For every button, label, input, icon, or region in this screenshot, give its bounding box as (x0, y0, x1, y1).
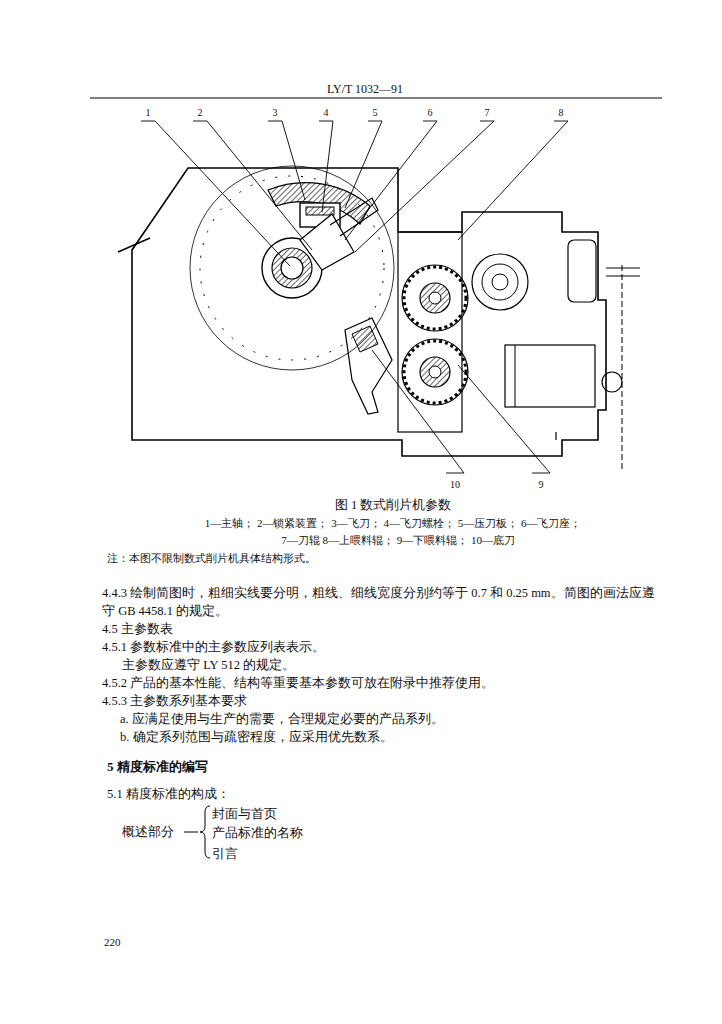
figure-key: 7—刀辊 8—上喂料辊； 9—下喂料辊； 10—底刀 (281, 531, 515, 549)
figure-key: 1—主轴； 2—锁紧装置； 3—飞刀； 4—飞刀螺栓； 5—压刀板； 6—飞刀座… (205, 514, 582, 532)
body-text: 4.4.3 绘制简图时，粗细实线要分明，粗线、细线宽度分别约等于 0.7 和 0… (102, 584, 662, 620)
drawing-line (429, 292, 441, 304)
page-number: 220 (104, 933, 121, 951)
drawing-line (190, 166, 394, 370)
drawing-line (372, 350, 464, 473)
drawing-line (141, 121, 568, 473)
drawing-line (90, 97, 662, 98)
body-text: 封面与首页 (212, 805, 277, 823)
drawing-line (345, 121, 382, 208)
callout-number: 5 (373, 104, 378, 122)
body-text: 4.5.3 主参数系列基本要求 (102, 692, 247, 710)
drawing-line (345, 318, 392, 414)
drawing-line (306, 207, 334, 215)
body-text: 5 精度标准的编写 (107, 758, 208, 776)
drawing-line (404, 267, 466, 329)
drawing-line (345, 121, 437, 240)
drawing-line (472, 254, 528, 310)
drawing-line (193, 121, 312, 250)
drawing-line (184, 832, 198, 833)
callout-number: 8 (559, 104, 564, 122)
body-text: b. 确定系列范围与疏密程度，应采用优先数系。 (120, 728, 393, 746)
drawing-line (602, 372, 622, 392)
callout-number: 10 (450, 476, 460, 494)
body-text: 概述部分 (122, 823, 174, 841)
callout-number: 6 (428, 104, 433, 122)
body-text: 主参数应遵守 LY 512 的规定。 (122, 656, 295, 674)
body-text: 引言 (212, 845, 238, 863)
body-text: 产品标准的名称 (212, 824, 303, 842)
drawing-line (402, 265, 468, 331)
drawing-line (420, 283, 450, 313)
drawing-line (505, 345, 595, 407)
figure-note: 注：本图不限制数式削片机具体结构形式。 (107, 549, 316, 567)
callout-number: 7 (485, 104, 490, 122)
callout-number: 1 (146, 104, 151, 122)
drawing-line (141, 121, 290, 266)
drawing-line (118, 121, 640, 858)
drawing-line (398, 232, 462, 432)
drawing-line (118, 238, 150, 252)
drawing-line (515, 345, 516, 407)
body-text: 4.5.1 参数标准中的主参数应列表表示。 (102, 638, 325, 656)
callout-number: 2 (198, 104, 203, 122)
drawing-line (622, 265, 623, 470)
drawing-line (268, 121, 305, 200)
drawing-line (555, 432, 556, 440)
drawing-line (132, 168, 606, 456)
figure-caption: 图 1 数式削片机参数 (335, 496, 452, 514)
drawing-line (458, 365, 550, 473)
page-header: LY/T 1032—91 (327, 80, 403, 98)
drawing-line (200, 176, 384, 360)
body-text: 4.5 主参数表 (102, 620, 173, 638)
drawing-line (420, 357, 450, 387)
drawing-line (272, 248, 312, 288)
drawing-line (404, 341, 466, 403)
drawing-line (200, 806, 210, 858)
drawing-line (458, 121, 568, 240)
drawing-line (429, 366, 441, 378)
body-text: 5.1 精度标准的构成： (107, 785, 230, 803)
drawing-line (482, 264, 518, 300)
drawing-line (568, 240, 596, 302)
drawing-line (606, 268, 640, 269)
drawing-line (402, 339, 468, 405)
callout-number: 9 (539, 476, 544, 494)
drawing-line (300, 214, 354, 270)
drawing-line (492, 274, 508, 290)
drawing-line (355, 121, 494, 252)
drawing-line (319, 121, 333, 212)
body-text: 4.5.2 产品的基本性能、结构等重要基本参数可放在附录中推荐使用。 (102, 674, 494, 692)
callout-number: 4 (324, 104, 329, 122)
drawing-line (352, 326, 378, 352)
callout-number: 3 (273, 104, 278, 122)
body-text: a. 应满足使用与生产的需要，合理规定必要的产品系列。 (120, 710, 444, 728)
drawing-line (330, 198, 378, 236)
drawing-line (606, 276, 640, 277)
